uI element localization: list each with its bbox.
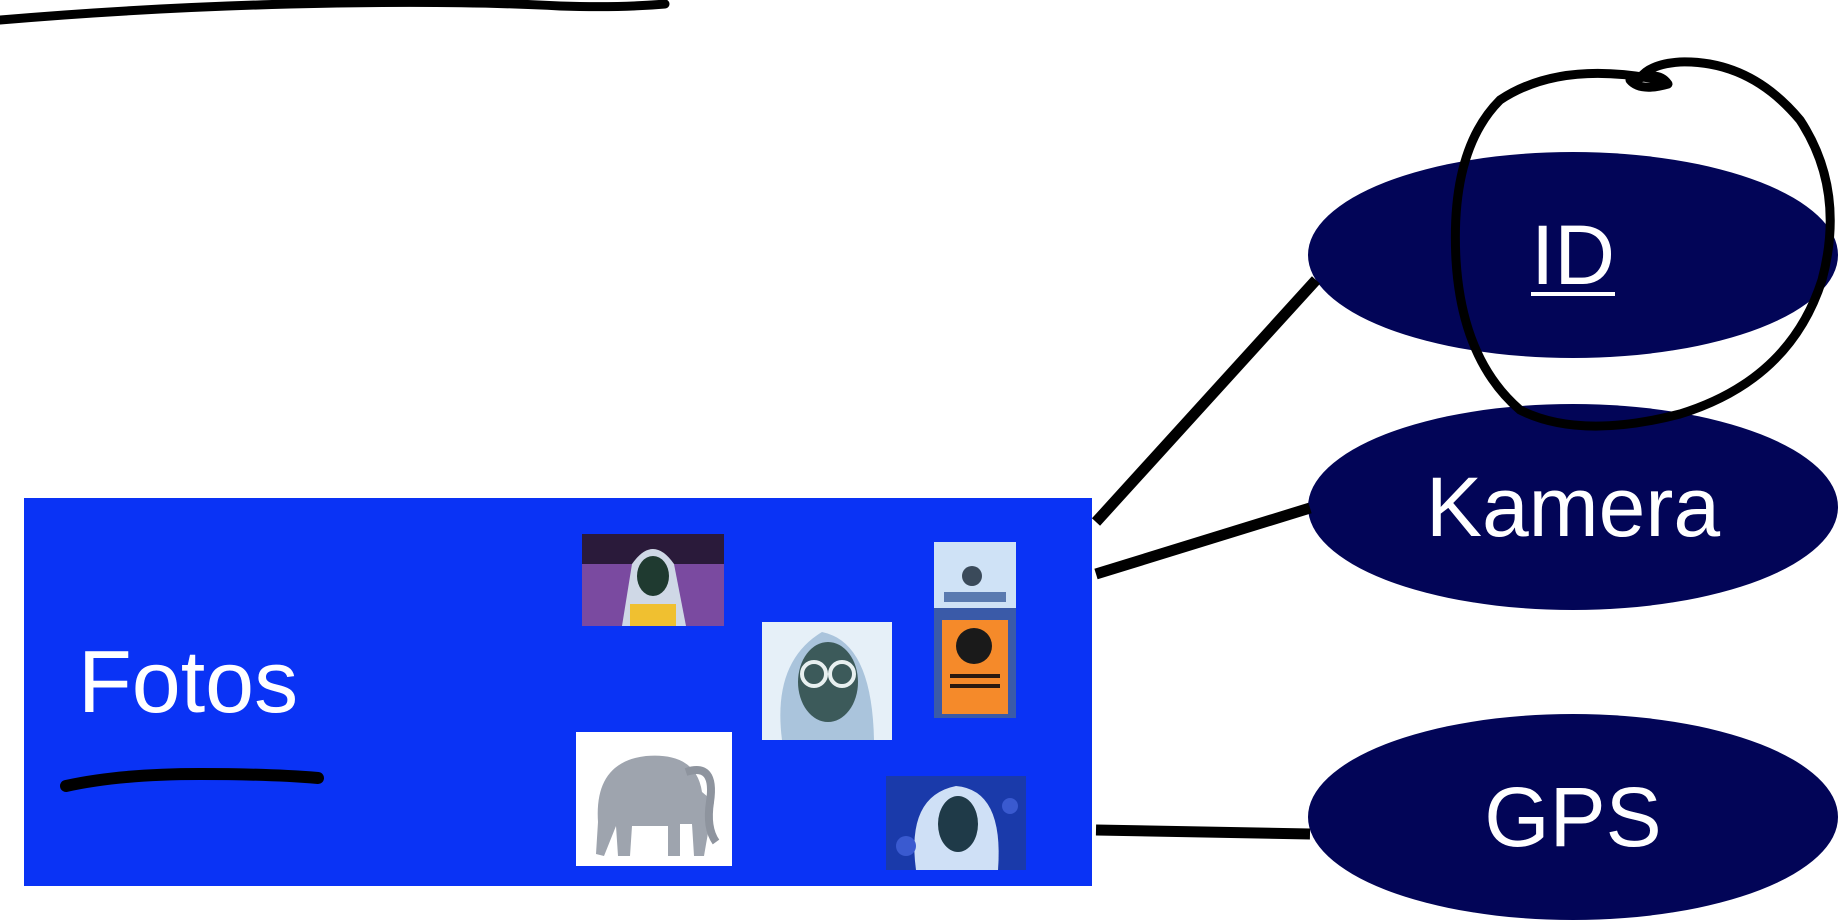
id-node[interactable]: ID xyxy=(1308,152,1838,358)
fotos-hand-underline xyxy=(60,767,324,792)
connector-fotos-gps xyxy=(1095,824,1311,840)
kamera-label: Kamera xyxy=(1425,460,1721,554)
connector-fotos-id xyxy=(1091,276,1321,526)
photo-thumbnail-sign xyxy=(934,542,1016,718)
photo-thumbnail-woman-blue xyxy=(886,776,1026,870)
id-label: ID xyxy=(1531,208,1615,302)
photo-thumbnail-woman-veil xyxy=(582,534,724,626)
fotos-node[interactable]: Fotos xyxy=(24,498,1092,886)
kamera-node[interactable]: Kamera xyxy=(1308,404,1838,610)
photo-thumbnail-glasses-man xyxy=(762,622,892,740)
gps-node[interactable]: GPS xyxy=(1308,714,1838,920)
photo-thumbnail-elephant xyxy=(576,732,732,866)
hand-drawn-top-line xyxy=(0,0,670,25)
fotos-label: Fotos xyxy=(78,632,299,731)
connector-fotos-kamera xyxy=(1094,502,1312,580)
gps-label: GPS xyxy=(1484,770,1662,864)
hand-drawn-circle-id xyxy=(1450,57,1835,431)
